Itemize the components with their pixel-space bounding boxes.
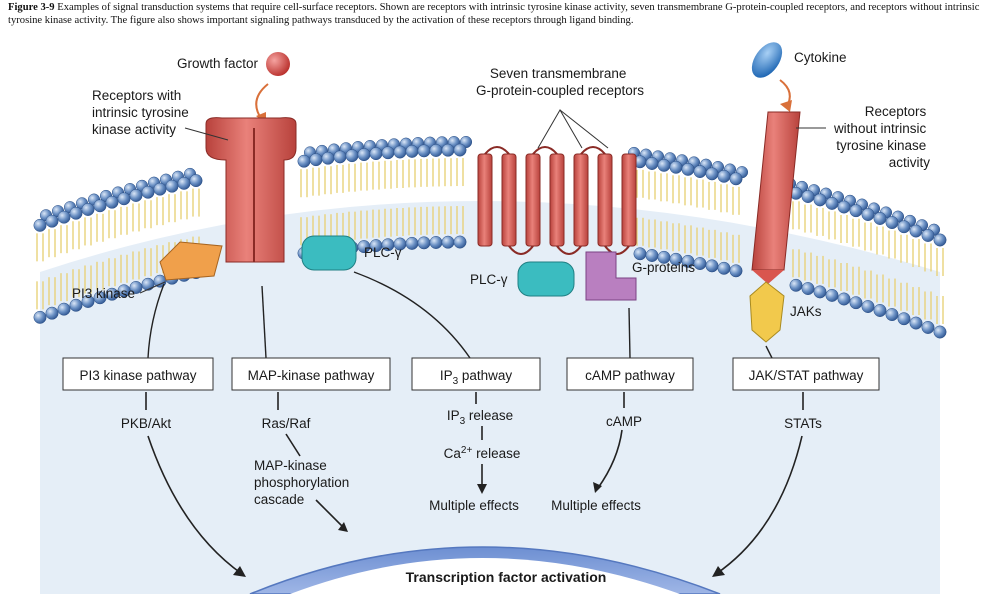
svg-text:IP3 pathway: IP3 pathway — [440, 368, 513, 387]
rtk-receptor — [205, 117, 297, 263]
step-mapk-cascade: MAP-kinase phosphorylation cascade — [254, 458, 353, 507]
svg-text:cAMP pathway: cAMP pathway — [585, 368, 675, 383]
nucleus-label: Transcription factor activation — [406, 569, 607, 585]
plc-gamma-label-2: PLC-γ — [470, 272, 508, 287]
growth-factor-label: Growth factor — [177, 56, 259, 71]
gpcr-receptor — [477, 146, 637, 255]
step-multiple-effects-2: Multiple effects — [551, 498, 641, 513]
cytokine — [751, 42, 783, 78]
step-pkb-akt: PKB/Akt — [121, 416, 172, 431]
g-proteins-label: G-proteins — [632, 260, 695, 275]
jak-shape — [749, 281, 785, 343]
cytoplasm — [40, 201, 940, 594]
pathway-ip3: IP3 pathway — [411, 357, 541, 391]
svg-text:MAP-kinase pathway: MAP-kinase pathway — [248, 368, 375, 383]
downstream-arrows — [145, 392, 804, 575]
cytokine-label: Cytokine — [794, 50, 847, 65]
pathway-pi3: PI3 kinase pathway — [62, 357, 214, 391]
pi3-kinase-label: PI3 kinase — [72, 286, 135, 301]
step-camp: cAMP — [606, 414, 642, 429]
figure-caption: Figure 3-9 Examples of signal transducti… — [8, 2, 1000, 27]
pathway-jakstat: JAK/STAT pathway — [732, 357, 880, 391]
arrowheads — [233, 482, 725, 577]
figure-number: Figure 3-9 — [8, 2, 55, 13]
svg-text:JAK/STAT pathway: JAK/STAT pathway — [749, 368, 864, 383]
pi3-kinase-shape — [159, 241, 223, 281]
caption-text: Examples of signal transduction systems … — [8, 2, 980, 26]
step-ip3-release: IP3 release — [447, 408, 513, 427]
jaks-label: JAKs — [790, 304, 822, 319]
gpcr-label: Seven transmembrane G-protein-coupled re… — [476, 66, 644, 98]
svg-text:PI3 kinase pathway: PI3 kinase pathway — [79, 368, 196, 383]
plc-gamma-label-1: PLC-γ — [364, 245, 402, 260]
non-rtk-label: Receptors without intrinsic tyrosine kin… — [833, 104, 930, 170]
plc-gamma-shape-1 — [301, 235, 357, 271]
nucleus: Transcription factor activation — [249, 546, 721, 594]
rtk-label: Receptors with intrinsic tyrosine kinase… — [92, 88, 193, 137]
step-ras-raf: Ras/Raf — [262, 416, 311, 431]
step-stats: STATs — [784, 416, 822, 431]
plc-gamma-shape-2 — [517, 261, 575, 297]
g-protein-shape — [585, 251, 637, 301]
connector-lines — [147, 271, 773, 359]
pathway-mapk: MAP-kinase pathway — [231, 357, 391, 391]
growth-factor — [266, 52, 290, 76]
step-multiple-effects-1: Multiple effects — [429, 498, 519, 513]
step-ca-release: Ca2+ release — [444, 445, 521, 461]
pathway-camp: cAMP pathway — [566, 357, 694, 391]
